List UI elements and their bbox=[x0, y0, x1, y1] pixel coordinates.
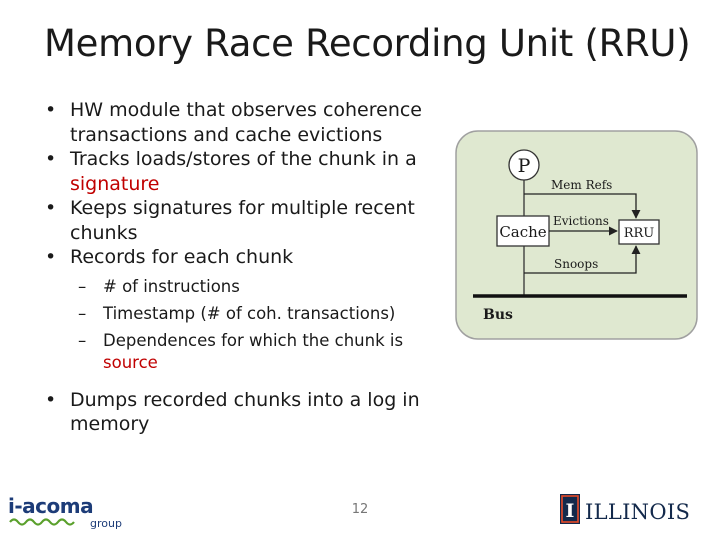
bullet-text: Tracks loads/stores of the chunk in a bbox=[70, 148, 417, 170]
i-acoma-logo-text: i-acoma bbox=[8, 494, 93, 518]
cache-label: Cache bbox=[499, 223, 546, 241]
snoops-label: Snoops bbox=[554, 257, 598, 271]
rru-node bbox=[618, 219, 660, 245]
illinois-block-i-icon bbox=[560, 494, 580, 524]
bullet-item: • Dumps recorded chunks into a log in me… bbox=[0, 388, 445, 437]
evictions-label: Evictions bbox=[553, 214, 609, 228]
sub-bullet-text: Timestamp (# of coh. transactions) bbox=[103, 303, 396, 323]
bullet-item: • Tracks loads/stores of the chunk in a … bbox=[0, 147, 445, 196]
dash-icon: – bbox=[78, 330, 87, 350]
bullet-text: Dumps recorded chunks into a log in bbox=[70, 388, 420, 411]
bullet-dot-icon: • bbox=[45, 99, 57, 121]
wave-icon bbox=[9, 518, 75, 526]
bullet-item: • HW module that observes coherence tran… bbox=[0, 98, 445, 147]
sub-bullet-item: – Timestamp (# of coh. transactions) bbox=[0, 303, 445, 325]
bullet-dot-icon: • bbox=[45, 148, 57, 170]
rru-label: RRU bbox=[624, 226, 655, 241]
sub-bullet-item: – Dependences for which the chunk is sou… bbox=[0, 330, 445, 374]
sub-bullet-list: – # of instructions – Timestamp (# of co… bbox=[0, 276, 445, 374]
bullet-text: memory bbox=[70, 413, 150, 435]
illinois-wordmark: ILLINOIS bbox=[585, 500, 690, 524]
bullet-text: Keeps signatures for multiple recent bbox=[70, 197, 415, 219]
rru-diagram: P Cache RRU Mem Refs Evictions Snoops Bu… bbox=[455, 130, 698, 340]
bullet-text: chunks bbox=[70, 221, 138, 244]
bullet-item: • Keeps signatures for multiple recent c… bbox=[0, 196, 445, 245]
mem-refs-arrow bbox=[524, 193, 641, 219]
snoops-arrow bbox=[524, 245, 641, 274]
sub-bullet-text-highlight: source bbox=[103, 352, 158, 372]
processor-label: P bbox=[518, 155, 531, 177]
bullet-dot-icon: • bbox=[45, 246, 57, 268]
bus-label: Bus bbox=[483, 307, 513, 323]
illinois-block-i-letter: I bbox=[566, 500, 575, 522]
diagram-background bbox=[455, 130, 698, 340]
bullet-dot-icon: • bbox=[45, 197, 57, 219]
dash-icon: – bbox=[78, 303, 87, 323]
bullet-text: transactions and cache evictions bbox=[70, 123, 383, 146]
bullet-dot-icon: • bbox=[45, 388, 57, 411]
slide-title: Memory Race Recording Unit (RRU) bbox=[44, 22, 691, 65]
sub-bullet-text: Dependences for which the chunk is bbox=[103, 330, 404, 350]
dash-icon: – bbox=[78, 276, 87, 296]
illinois-block-i-border bbox=[561, 495, 579, 523]
illinois-logo: I ILLINOIS bbox=[560, 494, 690, 524]
bullet-list: • HW module that observes coherence tran… bbox=[0, 98, 445, 437]
sub-bullet-item: – # of instructions bbox=[0, 276, 445, 298]
bullet-text: Records for each chunk bbox=[70, 246, 294, 268]
bullet-text: HW module that observes coherence bbox=[70, 99, 423, 121]
bullet-item: • Records for each chunk bbox=[0, 245, 445, 270]
sub-bullet-text: # of instructions bbox=[103, 276, 240, 296]
page-number: 12 bbox=[351, 502, 369, 517]
bullet-text-highlight: signature bbox=[70, 172, 160, 195]
i-acoma-logo: i-acoma group bbox=[8, 494, 122, 530]
mem-refs-label: Mem Refs bbox=[551, 178, 612, 192]
cache-node bbox=[496, 215, 550, 247]
i-acoma-logo-subtext: group bbox=[90, 517, 122, 530]
